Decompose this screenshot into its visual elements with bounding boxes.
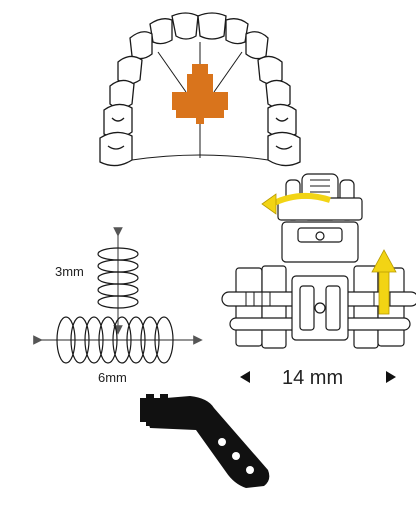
rotation-arrow-icon (261, 192, 331, 215)
horizontal-spring-label: 6mm (98, 370, 127, 385)
expander-in-arch (172, 64, 228, 124)
width-dimension-label: 14 mm (282, 367, 343, 389)
activation-key-icon (140, 394, 270, 488)
horizontal-spring (33, 316, 203, 364)
vertical-spring-label: 3mm (55, 264, 84, 279)
width-dimension (240, 371, 396, 383)
direction-arrow-icon (371, 249, 397, 315)
dental-arch-illustration (99, 12, 301, 167)
vertical-spring (97, 227, 139, 335)
